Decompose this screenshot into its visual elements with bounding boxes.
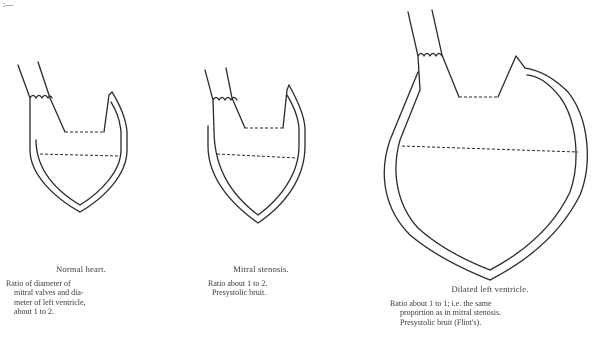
normal-heart-outer-wall [30, 92, 127, 212]
mitral-stenosis-caption: Mitral stenosis. Ratio about 1 to 2. Pre… [196, 265, 326, 298]
normal-heart-caption-line-2: mitral valves and dia- [6, 288, 156, 298]
dilated-ventricle-caption-line-3: Presystolic bruit (Flint's). [390, 318, 590, 328]
dilated-heart-outer-wall [384, 68, 587, 280]
dilated-ventricle-diagram [384, 10, 587, 280]
dilated-ventricle-caption: Dilated left ventricle. Ratio about 1 to… [390, 285, 590, 327]
normal-heart-title: Normal heart. [6, 265, 156, 275]
dilated-heart-ventricle-right-edge [498, 56, 525, 97]
dilated-heart-ventricle-diameter-line [402, 146, 578, 152]
mitral-stenosis-title: Mitral stenosis. [196, 265, 326, 275]
dilated-ventricle-title: Dilated left ventricle. [390, 285, 590, 295]
dilated-heart-inner-wall [396, 75, 576, 270]
dilated-ventricle-caption-line-1: Ratio about 1 to 1; i.e. the same [390, 299, 590, 309]
normal-heart-ventricle-right-edge [104, 92, 112, 132]
mitral-heart-ventricle-diameter-line [217, 154, 297, 158]
normal-heart-caption-line-3: meter of left ventricle, [6, 298, 156, 308]
dilated-heart-aorta-left-wall [408, 12, 420, 90]
normal-heart-caption-line-1: Ratio of diameter of [6, 279, 156, 289]
normal-heart-diagram [18, 62, 127, 212]
dilated-heart-valve-cusps [418, 54, 442, 57]
dilated-ventricle-caption-line-2: proportion as in mitral stenosis. [390, 308, 590, 318]
mitral-heart-ventricle-right-edge [283, 85, 289, 128]
mitral-stenosis-caption-line-2: Presystolic bruit. [196, 288, 326, 298]
normal-heart-caption: Normal heart. Ratio of diameter of mitra… [6, 265, 156, 317]
mitral-stenosis-diagram [205, 68, 305, 223]
normal-heart-ventricle-diameter-line [40, 154, 119, 156]
normal-heart-caption-line-4: about 1 to 2. [6, 307, 156, 317]
mitral-stenosis-caption-line-1: Ratio about 1 to 2. [196, 279, 326, 289]
normal-heart-aorta-left-wall [18, 65, 30, 140]
dilated-heart-aorta-right-wall [432, 10, 459, 97]
